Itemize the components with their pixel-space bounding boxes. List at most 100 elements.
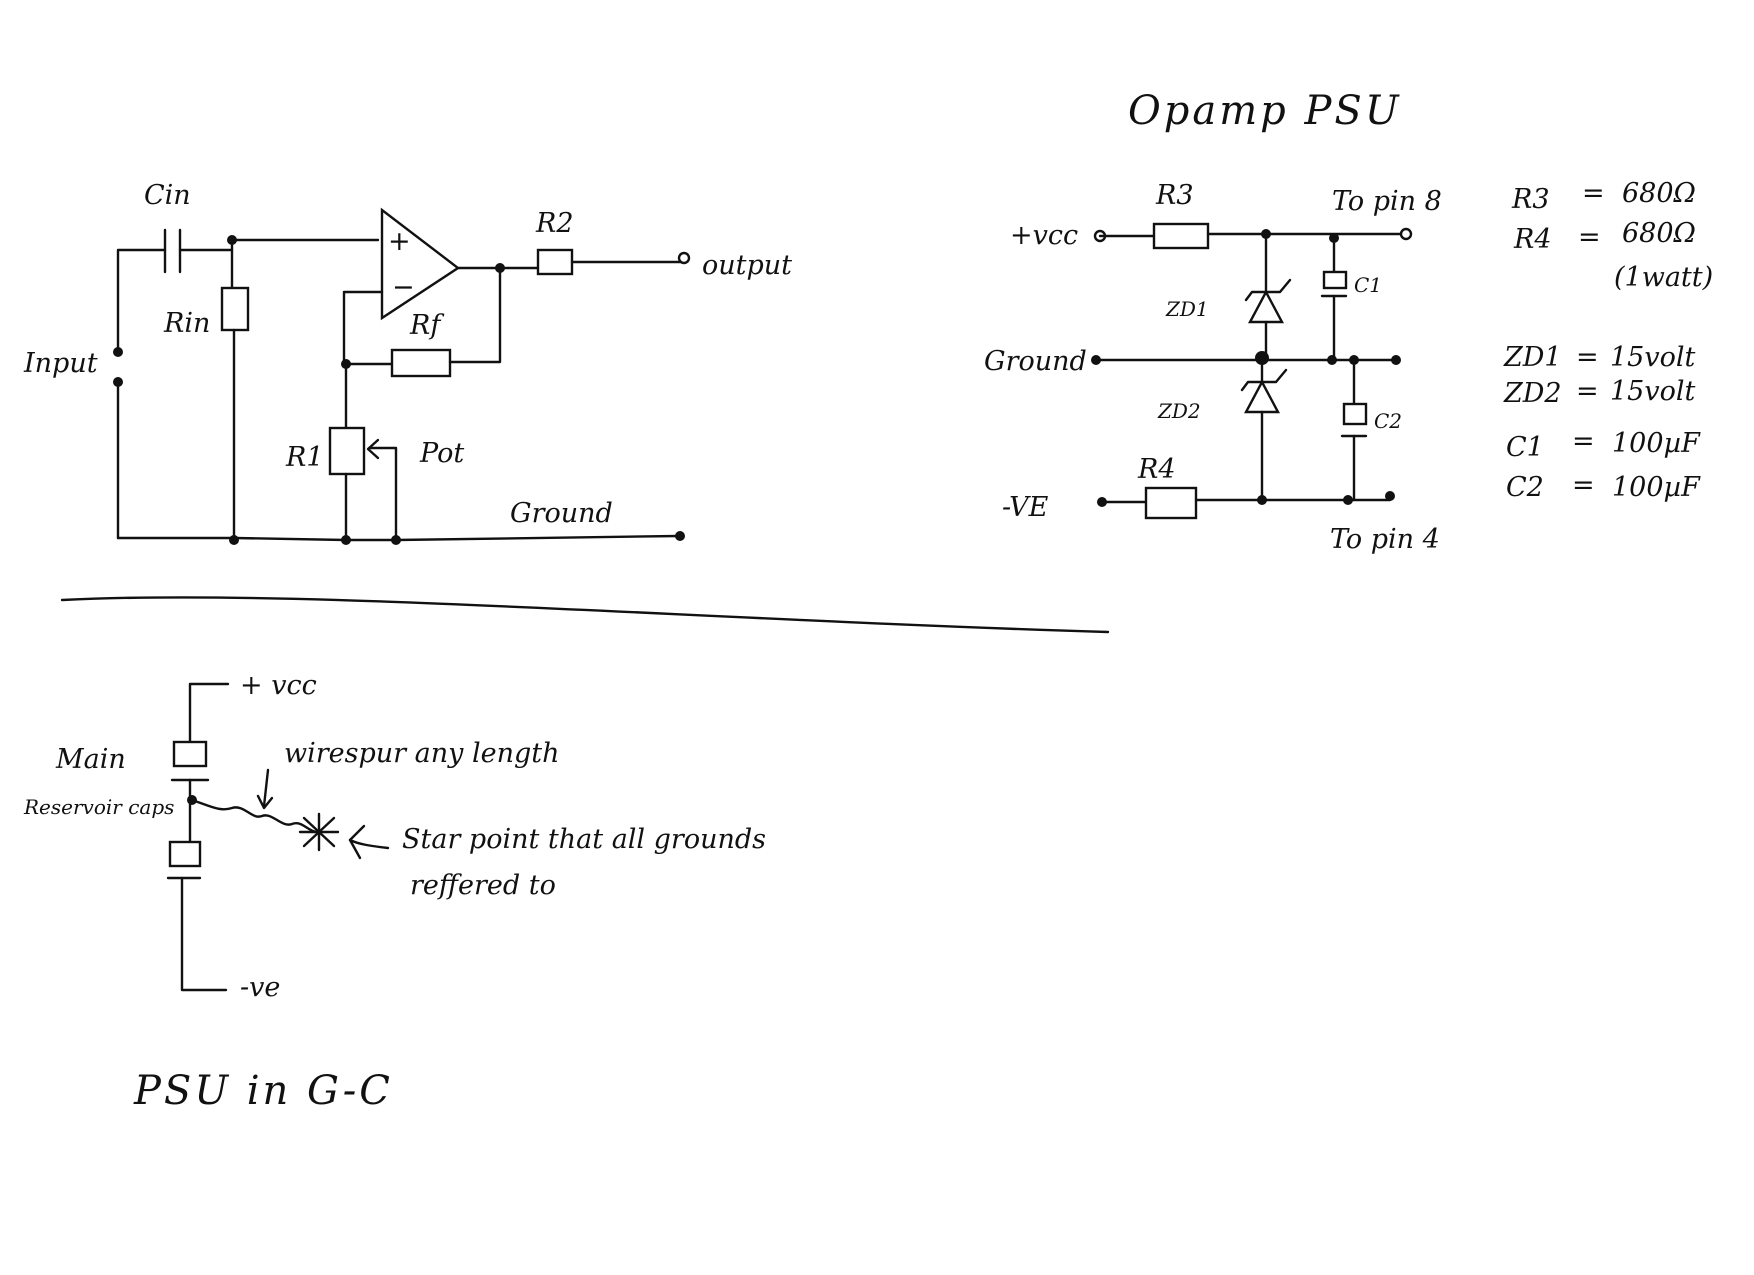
value-value: 15volt — [1610, 376, 1696, 407]
inv-input-wire — [342, 290, 384, 366]
cin-label: Cin — [144, 180, 191, 211]
cin-capacitor — [163, 228, 182, 274]
zd2-bar — [1240, 368, 1288, 392]
value-eq: = — [1572, 426, 1595, 457]
opamp-psu-circuit: Opamp PSU — [984, 88, 1442, 555]
value-eq: = — [1576, 342, 1599, 373]
main-label: Main — [55, 744, 126, 775]
r2-resistor — [536, 248, 574, 276]
value-value: 680Ω — [1622, 178, 1696, 209]
gc-vcc-label: + vcc — [240, 670, 317, 701]
opamp-plus-label: + — [388, 226, 411, 257]
vcc-wire — [188, 682, 230, 744]
pot-wiper-arrow — [368, 446, 398, 452]
junction-dot — [341, 535, 351, 545]
ve-wire — [180, 876, 228, 992]
rin-resistor — [220, 286, 250, 332]
wire-spur-label: wirespur any length — [284, 738, 560, 769]
output-terminal — [677, 251, 691, 265]
value-eq: = — [1578, 222, 1601, 253]
wire-spur-pointer — [262, 768, 270, 808]
r3-label: R3 — [1155, 180, 1194, 211]
value-eq: = — [1582, 178, 1605, 209]
component-values: R3 = 680Ω R4 = 680Ω (1watt) ZD1 = 15volt… — [1503, 178, 1713, 503]
vcc-label: +vcc — [1010, 220, 1078, 251]
r4-resistor — [1144, 486, 1198, 520]
value-value: 680Ω — [1622, 218, 1696, 249]
value-row: ZD2 = 15volt — [1503, 376, 1696, 409]
value-value: 100µF — [1612, 428, 1701, 459]
value-name: C1 — [1506, 432, 1544, 463]
ve-label: -VE — [1002, 492, 1049, 523]
value-name: R3 — [1511, 184, 1550, 215]
main-cap-bottom — [168, 840, 202, 868]
junction-dot — [1327, 355, 1337, 365]
to-pin8-label: To pin 8 — [1332, 186, 1442, 217]
value-row: R4 = 680Ω — [1513, 218, 1696, 255]
value-row: R3 = 680Ω — [1511, 178, 1696, 215]
pin4-terminal — [1385, 491, 1395, 501]
value-value: 15volt — [1610, 342, 1696, 373]
pot-wiper-arrowhead — [366, 438, 380, 460]
value-row: ZD1 = 15volt — [1503, 342, 1696, 373]
pin8-terminal — [1399, 227, 1413, 241]
amp-ground-label: Ground — [510, 498, 613, 529]
junction-dot — [1343, 495, 1353, 505]
wire-spur-pointer-head — [256, 794, 274, 810]
c1-label: C1 — [1354, 273, 1382, 297]
r4-label: R4 — [1137, 454, 1176, 485]
value-value: (1watt) — [1614, 262, 1713, 293]
r1-label: R1 — [285, 442, 324, 473]
value-row: C2 = 100µF — [1506, 470, 1701, 503]
input-wire-top — [116, 248, 167, 354]
reservoir-label: Reservoir caps — [23, 795, 174, 819]
gc-title: PSU in G-C — [133, 1068, 393, 1114]
to-pin4-label: To pin 4 — [1330, 524, 1440, 555]
junction-dot — [229, 535, 239, 545]
c1-capacitor — [1322, 270, 1348, 290]
wire-spur — [190, 798, 320, 834]
value-name: C2 — [1506, 472, 1544, 503]
zd1-label: ZD1 — [1165, 297, 1209, 321]
gc-psu-circuit: + vcc Main Reservoir caps wirespur any l… — [23, 670, 766, 1114]
ground-terminal — [675, 531, 685, 541]
zd1-bar — [1244, 278, 1292, 302]
r3-resistor — [1152, 222, 1210, 250]
gc-ve-label: -ve — [240, 972, 280, 1003]
value-row: C1 = 100µF — [1506, 426, 1701, 463]
main-cap-top — [172, 740, 208, 768]
rin-label: Rin — [163, 308, 210, 339]
rf-wire-right — [448, 266, 502, 364]
output-label: output — [702, 250, 792, 281]
c2-capacitor — [1342, 402, 1368, 426]
zd2-label: ZD2 — [1157, 399, 1201, 423]
value-eq: = — [1576, 376, 1599, 407]
opamp-symbol — [380, 207, 461, 321]
c2-label: C2 — [1374, 409, 1402, 433]
value-name: ZD1 — [1503, 342, 1562, 373]
amplifier-circuit: Cin Rin Input R2 output + − Rf R1 Pot Gr… — [23, 180, 792, 545]
value-name: R4 — [1513, 224, 1552, 255]
opamp-minus-label: − — [392, 272, 415, 303]
star-point-icon — [298, 812, 340, 852]
r1-pot-resistor — [328, 426, 366, 476]
r2-label: R2 — [535, 208, 574, 239]
psu-title: Opamp PSU — [1128, 88, 1402, 134]
psu-ground-label: Ground — [984, 346, 1087, 377]
star-point-label-1: Star point that all grounds — [402, 824, 766, 855]
input-label: Input — [23, 348, 98, 379]
value-row: (1watt) — [1614, 262, 1713, 293]
zd2-diode — [1244, 379, 1280, 414]
star-arrow — [348, 838, 390, 850]
star-arrowhead — [348, 824, 366, 860]
rf-label: Rf — [409, 310, 444, 341]
pot-label: Pot — [419, 438, 464, 469]
section-divider — [60, 596, 1110, 634]
value-eq: = — [1572, 470, 1595, 501]
rf-resistor — [390, 348, 452, 378]
junction-dot — [1257, 495, 1267, 505]
ground-output-terminal — [1391, 355, 1401, 365]
junction-dot — [391, 535, 401, 545]
value-value: 100µF — [1612, 472, 1701, 503]
